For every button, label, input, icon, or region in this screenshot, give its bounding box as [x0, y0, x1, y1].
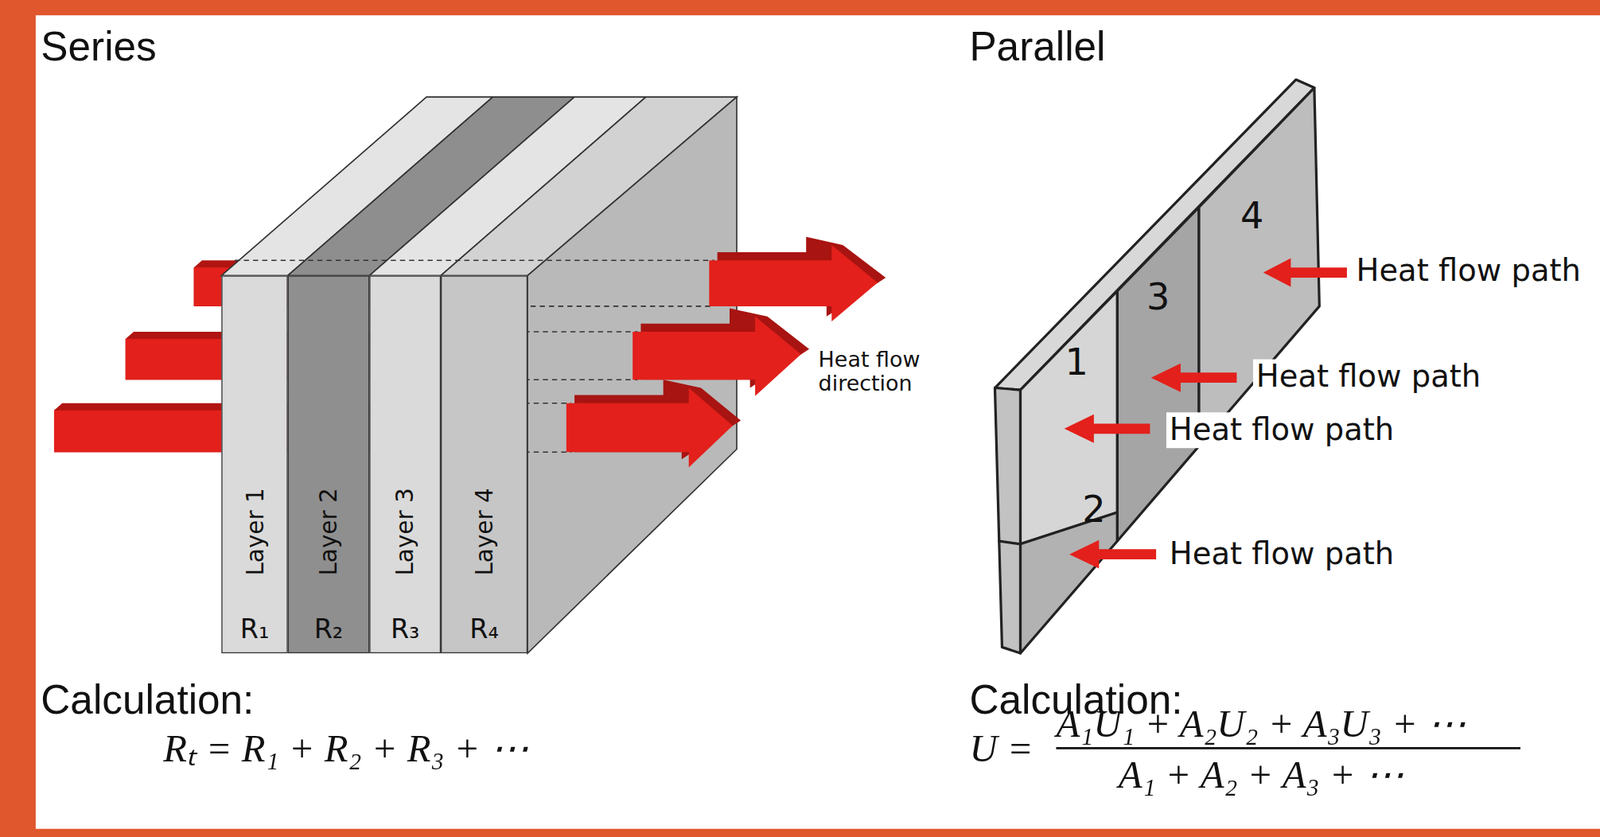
resistance-label: R₄	[469, 613, 499, 644]
layer-name: Layer 1	[241, 487, 268, 576]
layer-slab: Layer 2 R₂	[288, 275, 370, 654]
region-path: 2	[1073, 483, 1114, 535]
resistance-label: R₃	[390, 613, 421, 644]
formula-lhs: U =	[969, 726, 1033, 771]
flow-path-label: Heat flow path	[1166, 537, 1398, 573]
flow-direction-label: Heat flow direction	[818, 346, 946, 397]
resistance-label: R₂	[314, 613, 344, 644]
white-panel	[35, 15, 1600, 829]
resistance-label: R₁	[240, 613, 270, 644]
flow-path-label: Heat flow path	[1166, 412, 1398, 448]
panel-heading: Series	[40, 22, 156, 70]
layer-slab: Layer 3 R₃	[369, 275, 441, 654]
formula-numerator: A₁U₁ + A₂U₂ + A₃U₃ + ⋯	[1055, 702, 1466, 748]
series-formula: Rₜ = R₁ + R₂ + R₃ + ⋯	[163, 726, 529, 771]
calculation-heading: Calculation:	[40, 675, 254, 723]
region-path: 3	[1137, 271, 1179, 323]
region-number: 2	[1082, 488, 1106, 531]
region-number: 3	[1146, 276, 1170, 319]
layer-slab: Layer 4 R₄	[440, 275, 528, 654]
region-path: 4	[1231, 190, 1273, 242]
layer-name: Layer 3	[391, 487, 418, 576]
region-number: 4	[1240, 194, 1264, 237]
layer-name: Layer 2	[315, 487, 342, 576]
region-number: 1	[1064, 341, 1088, 384]
panel-heading: Parallel	[969, 22, 1106, 70]
flow-path-label: Heat flow path	[1353, 253, 1585, 289]
fraction-bar	[1055, 747, 1521, 750]
formula-denominator: A₁ + A₂ + A₃ + ⋯	[1118, 753, 1405, 799]
layer-slab: Layer 1 R₁	[221, 275, 288, 654]
region-path: 1	[1055, 336, 1097, 388]
flow-path-label: Heat flow path	[1253, 359, 1484, 395]
layer-name: Layer 4	[471, 487, 498, 576]
